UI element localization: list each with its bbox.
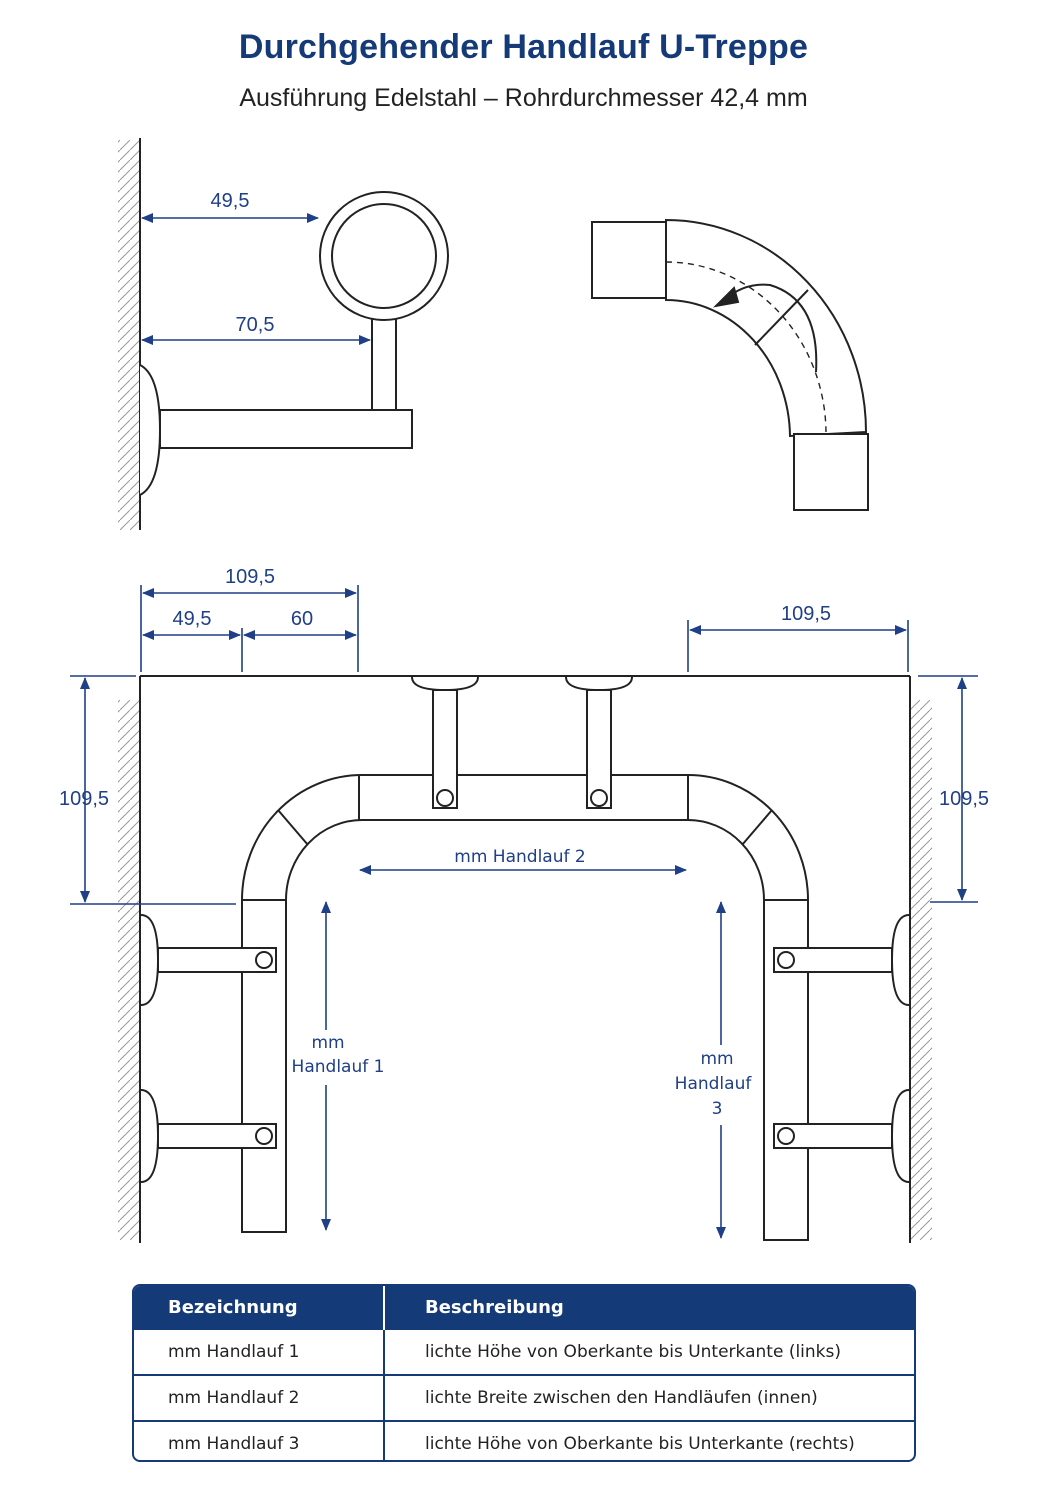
legend-table: Bezeichnung Beschreibung mm Handlauf 1 l…	[132, 1284, 916, 1462]
table-header-row: Bezeichnung Beschreibung	[134, 1286, 914, 1329]
rail-joint-3	[277, 809, 309, 846]
table-header-name: Bezeichnung	[134, 1286, 384, 1329]
wall-hatch-top	[118, 140, 140, 530]
right-arm-1	[773, 947, 893, 973]
label-handlauf3-line3: 3	[712, 1099, 723, 1119]
elbow-socket-left	[591, 221, 667, 299]
u-handrail	[241, 774, 809, 1241]
table-cell-name: mm Handlauf 2	[134, 1374, 384, 1421]
label-handlauf3-line2: Handlauf	[675, 1074, 753, 1094]
left-rosette-2	[140, 1089, 160, 1183]
top-post-hole-1	[436, 789, 454, 807]
table-cell-description: lichte Höhe von Oberkante bis Unterkante…	[383, 1420, 914, 1460]
right-arm-hole-1	[777, 951, 795, 969]
table-row: mm Handlauf 2 lichte Breite zwischen den…	[134, 1374, 914, 1421]
plan-hatch-left	[118, 700, 140, 1240]
plan-hatch-right	[910, 700, 932, 1240]
plan-view	[118, 675, 932, 1243]
dim-label-seg-a: 49,5	[173, 608, 212, 630]
label-handlauf3-line1: mm	[700, 1049, 733, 1069]
tube-inner-top	[331, 203, 437, 309]
table-cell-name: mm Handlauf 3	[134, 1420, 384, 1460]
page-subtitle: Ausführung Edelstahl – Rohrdurchmesser 4…	[239, 84, 808, 112]
dim-label-seg-b: 60	[291, 608, 313, 630]
page-title: Durchgehender Handlauf U-Treppe	[238, 28, 809, 66]
dim-label-vertical-right: 109,5	[939, 788, 989, 810]
elbow-seam	[754, 289, 809, 346]
table-row: mm Handlauf 1 lichte Höhe von Oberkante …	[134, 1328, 914, 1375]
top-post-1	[432, 689, 458, 809]
elbow-fitting	[591, 218, 869, 511]
elbow-body	[665, 218, 868, 438]
rail-joint-4	[741, 809, 773, 846]
elbow-socket-bottom	[793, 433, 869, 511]
elbow-arrow-head	[713, 286, 740, 308]
side-view-dimensions	[141, 213, 371, 345]
side-view-bracket	[118, 138, 449, 530]
table-cell-description: lichte Höhe von Oberkante bis Unterkante…	[383, 1328, 914, 1375]
bracket-post-top	[371, 311, 397, 411]
label-handlauf2: mm Handlauf 2	[454, 847, 585, 867]
elbow-rotation-arrow	[723, 283, 818, 373]
right-rosette-2	[890, 1089, 910, 1183]
label-handlauf1-line2: Handlauf 1	[292, 1057, 385, 1077]
left-arm-hole-1	[255, 951, 273, 969]
elbow-centerline	[665, 261, 827, 433]
top-post-hole-2	[590, 789, 608, 807]
left-arm-hole-2	[255, 1127, 273, 1145]
table-cell-name: mm Handlauf 1	[134, 1328, 384, 1375]
dim-label-total-right: 109,5	[781, 603, 831, 625]
dim-label-wall-to-bracket: 70,5	[236, 314, 275, 336]
table-cell-description: lichte Breite zwischen den Handläufen (i…	[383, 1374, 914, 1421]
top-rosette-1	[411, 676, 479, 692]
right-rosette-1	[890, 914, 910, 1006]
label-handlauf1-line1: mm	[311, 1033, 344, 1053]
table-header-description: Beschreibung	[383, 1286, 914, 1329]
dim-label-vertical-left: 109,5	[59, 788, 109, 810]
top-post-2	[586, 689, 612, 809]
dim-label-wall-to-tube: 49,5	[211, 190, 250, 212]
top-rosette-2	[565, 676, 633, 692]
bracket-arm-top	[159, 409, 413, 449]
table-row: mm Handlauf 3 lichte Höhe von Oberkante …	[134, 1420, 914, 1460]
wall-rosette-top	[139, 364, 162, 496]
dim-label-total-left: 109,5	[225, 566, 275, 588]
plan-dimensions	[70, 585, 978, 1239]
right-arm-hole-2	[777, 1127, 795, 1145]
left-rosette-1	[140, 914, 160, 1006]
